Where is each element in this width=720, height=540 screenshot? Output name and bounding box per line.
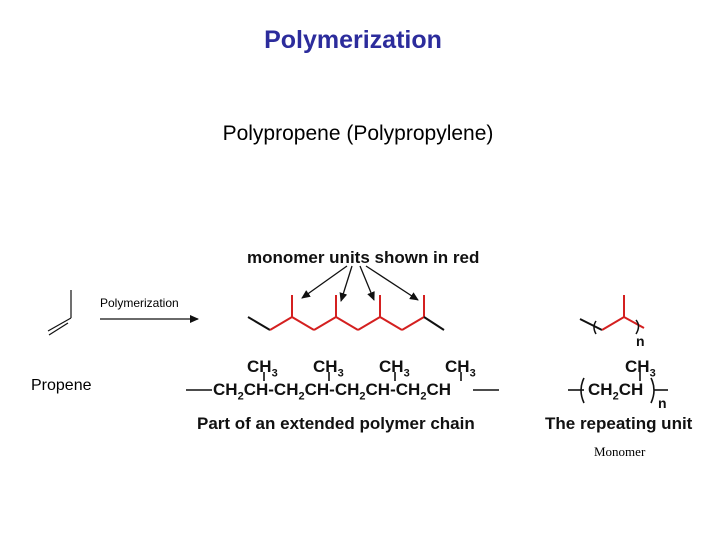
reaction-arrow-label: Polymerization [100,296,179,310]
condensed-bonds [186,372,668,404]
methyl-group: CH3 [247,357,278,380]
monomer-note: monomer units shown in red [247,248,480,267]
polymer-skeleton [247,295,445,331]
reactant-label: Propene [31,377,92,394]
subscript-n: n [658,395,667,411]
methyl-group: CH3 [379,357,410,380]
methyl-group: CH3 [313,357,344,380]
repeat-unit-caption: The repeating unit [545,414,693,433]
methyl-group: CH3 [445,357,476,380]
note-arrows [301,265,419,302]
subscript-n: n [636,333,645,349]
subtitle: Polypropene (Polypropylene) [222,122,494,145]
methyl-group: CH3 [625,357,656,380]
propene-structure [47,290,72,336]
repeating-unit-formula: CH2CH [588,380,644,403]
page-title: Polymerization [264,26,442,54]
condensed-chain: CH2CH-CH2CH-CH2CH-CH2CH [213,380,452,403]
chain-caption: Part of an extended polymer chain [197,414,475,433]
repeat-unit-skeleton [579,295,645,335]
monomer-label: Monomer [594,444,646,459]
